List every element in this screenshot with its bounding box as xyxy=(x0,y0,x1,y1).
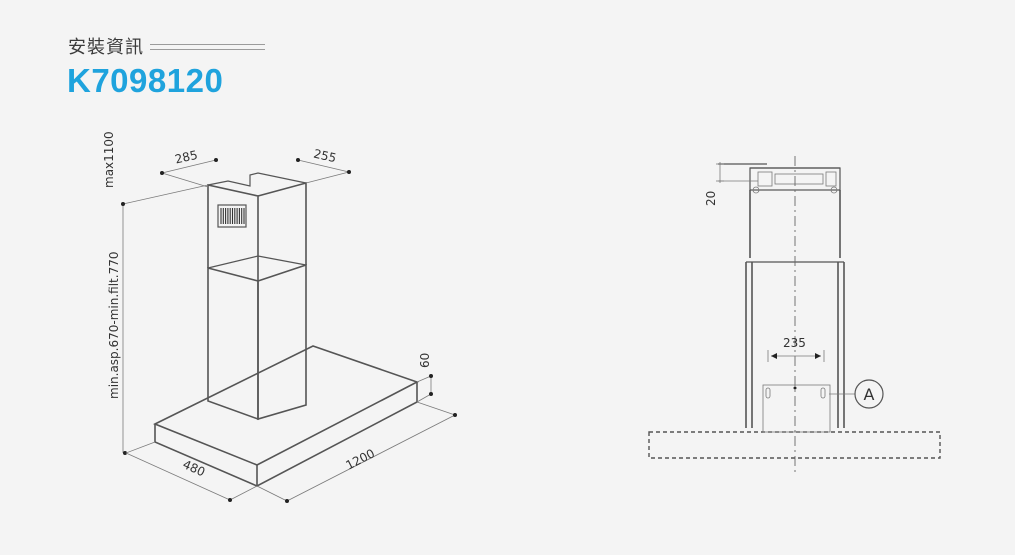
dimension-canopy-thickness: 60 xyxy=(416,353,433,403)
callout-a: A xyxy=(829,379,884,409)
dimension-height: max1100 min.asp.670-min.filt.770 xyxy=(102,131,209,455)
front-chimney-lower xyxy=(745,261,845,428)
dimension-label-235: 235 xyxy=(783,336,806,350)
model-code: K7098120 xyxy=(67,62,224,99)
mounting-bracket xyxy=(762,384,831,433)
ceiling-bracket xyxy=(718,163,841,194)
front-chimney-upper xyxy=(749,190,841,258)
section-heading: 安裝資訊 xyxy=(68,33,265,59)
hood-chimney-lower xyxy=(207,255,307,421)
heading-rule xyxy=(150,44,265,50)
dimension-top-offset: 20 xyxy=(704,162,724,206)
callout-label: A xyxy=(864,385,875,404)
dimension-label-max: max1100 xyxy=(102,131,116,188)
dimension-label-255: 255 xyxy=(312,147,337,166)
dimension-canopy-depth: 480 xyxy=(125,441,258,502)
dimension-label-285: 285 xyxy=(174,148,199,167)
dimension-label-1200: 1200 xyxy=(343,446,377,472)
perspective-view: 285 255 max1100 min.asp.670-min.filt.770 xyxy=(102,131,457,503)
dimension-chimney-depth: 255 xyxy=(296,147,351,184)
dimension-label-60: 60 xyxy=(418,353,432,368)
vent-grille-icon xyxy=(217,204,247,228)
dimension-label-20: 20 xyxy=(704,191,718,206)
front-view: 20 xyxy=(648,156,941,472)
dimension-label-min: min.asp.670-min.filt.770 xyxy=(107,252,121,399)
front-canopy-outline xyxy=(648,431,941,459)
dimension-label-480: 480 xyxy=(181,457,208,479)
dimension-canopy-width: 1200 xyxy=(256,401,457,503)
dimension-bracket-spacing: 235 xyxy=(767,336,825,362)
section-label: 安裝資訊 xyxy=(68,37,144,58)
dimension-chimney-width: 285 xyxy=(160,148,218,188)
